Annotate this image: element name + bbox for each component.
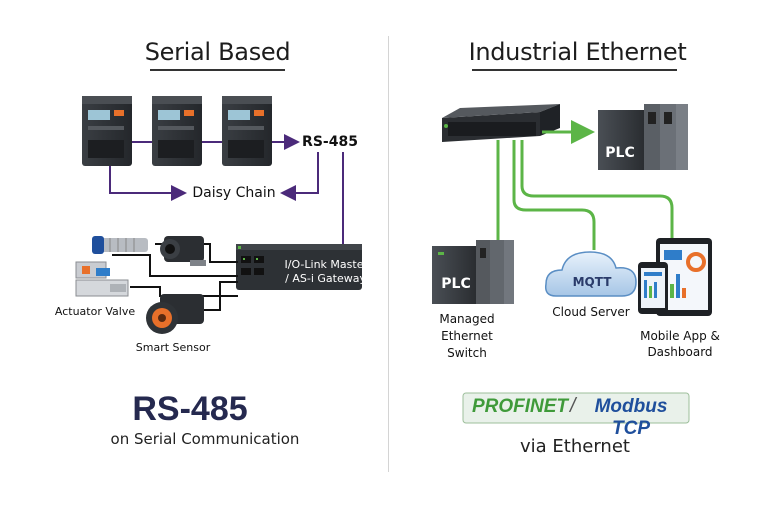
drive-device-3 [222, 96, 272, 166]
plc-top-label: PLC [605, 145, 635, 161]
modbus-badge-text: Modbus TCP [594, 396, 668, 439]
camera-sensor-icon [160, 236, 206, 266]
daisy-chain-label: Daisy Chain [192, 185, 276, 201]
ethernet-sub-label: via Ethernet [520, 436, 630, 457]
serial-title-underline [150, 69, 285, 71]
smart-sensor-icon [146, 294, 204, 334]
plc-rack-bottom [432, 240, 514, 304]
smart-sensor-label: Smart Sensor [135, 341, 211, 354]
daisy-chain-left-arrow [109, 166, 187, 201]
inductive-sensor-icon [92, 236, 148, 254]
daisy-chain-right-arrow [280, 152, 319, 201]
managed-switch-label-line-3: Switch [447, 346, 487, 360]
drive-device-2 [152, 96, 202, 166]
cloud-server-label: Cloud Server [552, 305, 630, 319]
rs485-label: RS-485 [302, 134, 358, 150]
mqtt-label: MQTT [572, 275, 612, 289]
drive-device-1 [82, 96, 132, 166]
badge-separator: / [570, 395, 576, 417]
plc-rack-top [598, 104, 688, 170]
managed-switch-label-line-1: Managed [439, 312, 495, 326]
profinet-badge-text: PROFINET [471, 396, 569, 417]
gateway-device [236, 244, 362, 290]
gateway-label-2: / AS-i Gateway [285, 272, 366, 285]
serial-sub-label: on Serial Communication [110, 430, 300, 448]
managed-switch-label-line-2: Ethernet [441, 329, 493, 343]
switch-to-mobile-line [520, 140, 674, 238]
ethernet-title-underline [472, 69, 677, 71]
ethernet-title: Industrial Ethernet [468, 38, 687, 66]
switch-to-cloud-line [512, 140, 596, 250]
actuator-valve-label: Actuator Valve [54, 305, 136, 318]
cable-smart-sensor [200, 281, 238, 311]
plc-bottom-label: PLC [441, 276, 471, 292]
ethernet-switch-device [442, 104, 560, 142]
rs485-big-label: RS-485 [132, 390, 248, 428]
section-divider [388, 36, 389, 472]
cloud-server-icon [544, 251, 637, 297]
gateway-label-1: I/O-Link Master [284, 258, 368, 271]
mobile-label-line-1: Mobile App & [640, 329, 720, 343]
cable-sensor-2 [112, 254, 238, 277]
protocol-badge [462, 392, 690, 424]
mobile-label-line-2: Dashboard [647, 345, 713, 359]
serial-title: Serial Based [144, 38, 291, 66]
actuator-valve-icon [75, 261, 129, 297]
mobile-dashboard-icon [638, 238, 712, 316]
